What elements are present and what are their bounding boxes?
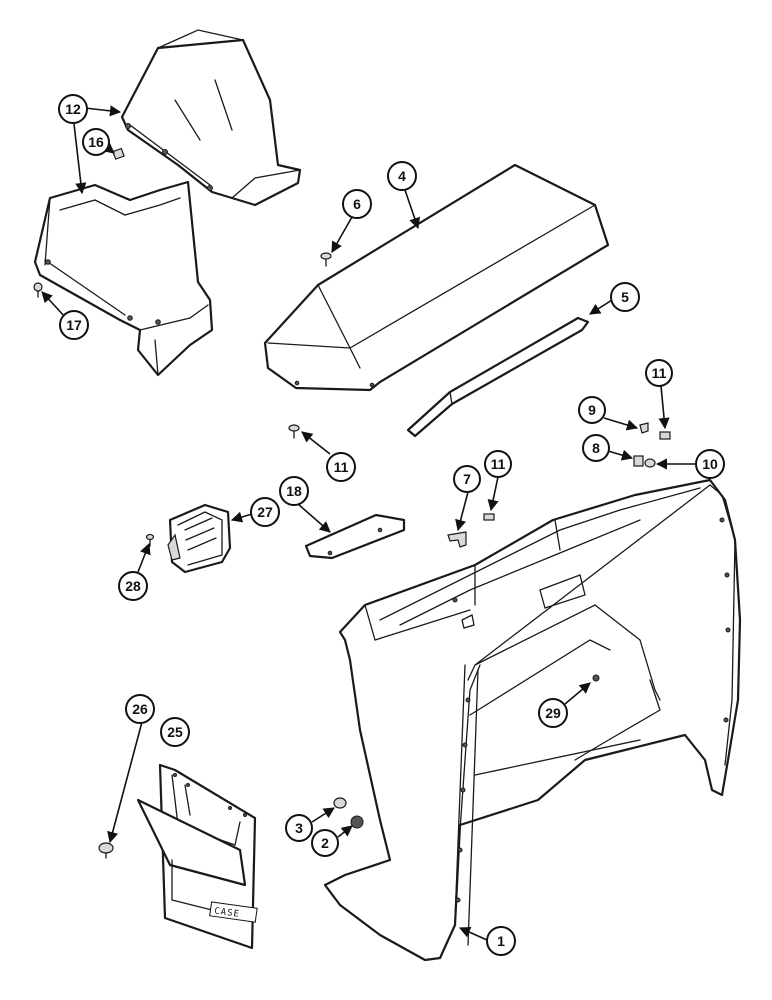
callout-label: 9 [588, 402, 596, 418]
callout-2: 2 [311, 829, 339, 857]
bracket-part-8 [633, 455, 644, 467]
callout-27: 27 [250, 497, 280, 527]
callout-label: 11 [491, 456, 506, 472]
callout-label: 12 [65, 101, 81, 117]
instrument-cover [263, 163, 610, 392]
clip-part-11a [483, 513, 495, 521]
callout-label: 16 [88, 134, 104, 150]
callout-15: 12 [58, 94, 88, 124]
callout-12: 11 [326, 452, 356, 482]
callout-label: 27 [257, 504, 273, 520]
screw-part-17 [33, 282, 43, 298]
screw-part-6 [320, 252, 332, 267]
callout-label: 4 [398, 168, 406, 184]
callout-18: 18 [279, 476, 309, 506]
callout-label: 2 [321, 835, 329, 851]
callout-label: 17 [66, 317, 82, 333]
callout-11a: 11 [484, 450, 512, 478]
callout-1: 1 [486, 926, 516, 956]
clip-part-16 [112, 147, 125, 160]
callout-label: 11 [334, 459, 349, 475]
vent-assembly [167, 503, 232, 574]
callout-label: 6 [353, 196, 361, 212]
dash-panel [323, 478, 742, 962]
nut-part-3 [333, 797, 347, 809]
callout-11b: 11 [645, 359, 673, 387]
cover-plate [304, 513, 406, 560]
callout-label: 29 [545, 705, 561, 721]
callout-label: 10 [702, 456, 718, 472]
fastener-part-26 [98, 842, 114, 859]
callout-16: 16 [82, 128, 110, 156]
side-panel: CASE [136, 763, 258, 950]
callout-label: 26 [132, 701, 148, 717]
callout-9: 9 [578, 396, 606, 424]
callout-label: 28 [125, 578, 141, 594]
nut-part-2 [350, 815, 364, 829]
screw-part-28 [145, 533, 155, 547]
callout-8: 8 [582, 434, 610, 462]
nut-part-10 [644, 458, 656, 468]
callout-label: 5 [621, 289, 629, 305]
callout-7: 7 [453, 465, 481, 493]
callout-label: 25 [167, 724, 183, 740]
callout-29: 29 [538, 698, 568, 728]
duct-housing-lower [33, 180, 214, 377]
callout-label: 18 [286, 483, 302, 499]
callout-4: 4 [387, 161, 417, 191]
callout-label: 3 [295, 820, 303, 836]
clip-part-9 [639, 422, 649, 434]
callout-5: 5 [610, 282, 640, 312]
trim-strip [406, 316, 590, 438]
bracket-part-7 [447, 531, 467, 548]
callout-3: 3 [285, 814, 313, 842]
screw-part-12 [288, 424, 300, 439]
callout-17: 17 [59, 310, 89, 340]
callout-10: 10 [695, 449, 725, 479]
leader-lines [41, 105, 695, 941]
duct-cover-upper [120, 29, 302, 207]
callout-label: 7 [463, 471, 471, 487]
callout-label: 8 [592, 440, 600, 456]
callout-28: 28 [118, 571, 148, 601]
callout-25: 25 [160, 717, 190, 747]
clip-part-11b [659, 431, 671, 440]
callout-label: 1 [497, 933, 505, 949]
callout-label: 11 [652, 365, 667, 381]
callout-6: 6 [342, 189, 372, 219]
case-decal: CASE [214, 906, 241, 919]
callout-26: 26 [125, 694, 155, 724]
